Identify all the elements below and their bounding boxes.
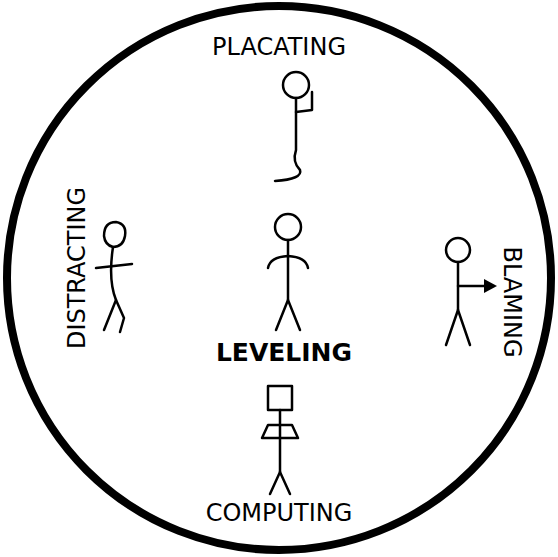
computing-figure — [262, 386, 298, 494]
blaming-figure — [446, 238, 486, 345]
distracting-figure — [96, 222, 132, 332]
style-label: DISTRACTING — [65, 187, 89, 349]
style-label: COMPUTING — [206, 501, 353, 525]
leveling-figure — [268, 214, 308, 330]
center-style-label: LEVELING — [216, 340, 352, 365]
pointing-arrowhead — [484, 279, 497, 293]
style-label: BLAMING — [500, 246, 524, 357]
circle-border — [7, 6, 551, 550]
style-label: PLACATING — [212, 35, 346, 59]
placating-figure — [275, 72, 312, 181]
